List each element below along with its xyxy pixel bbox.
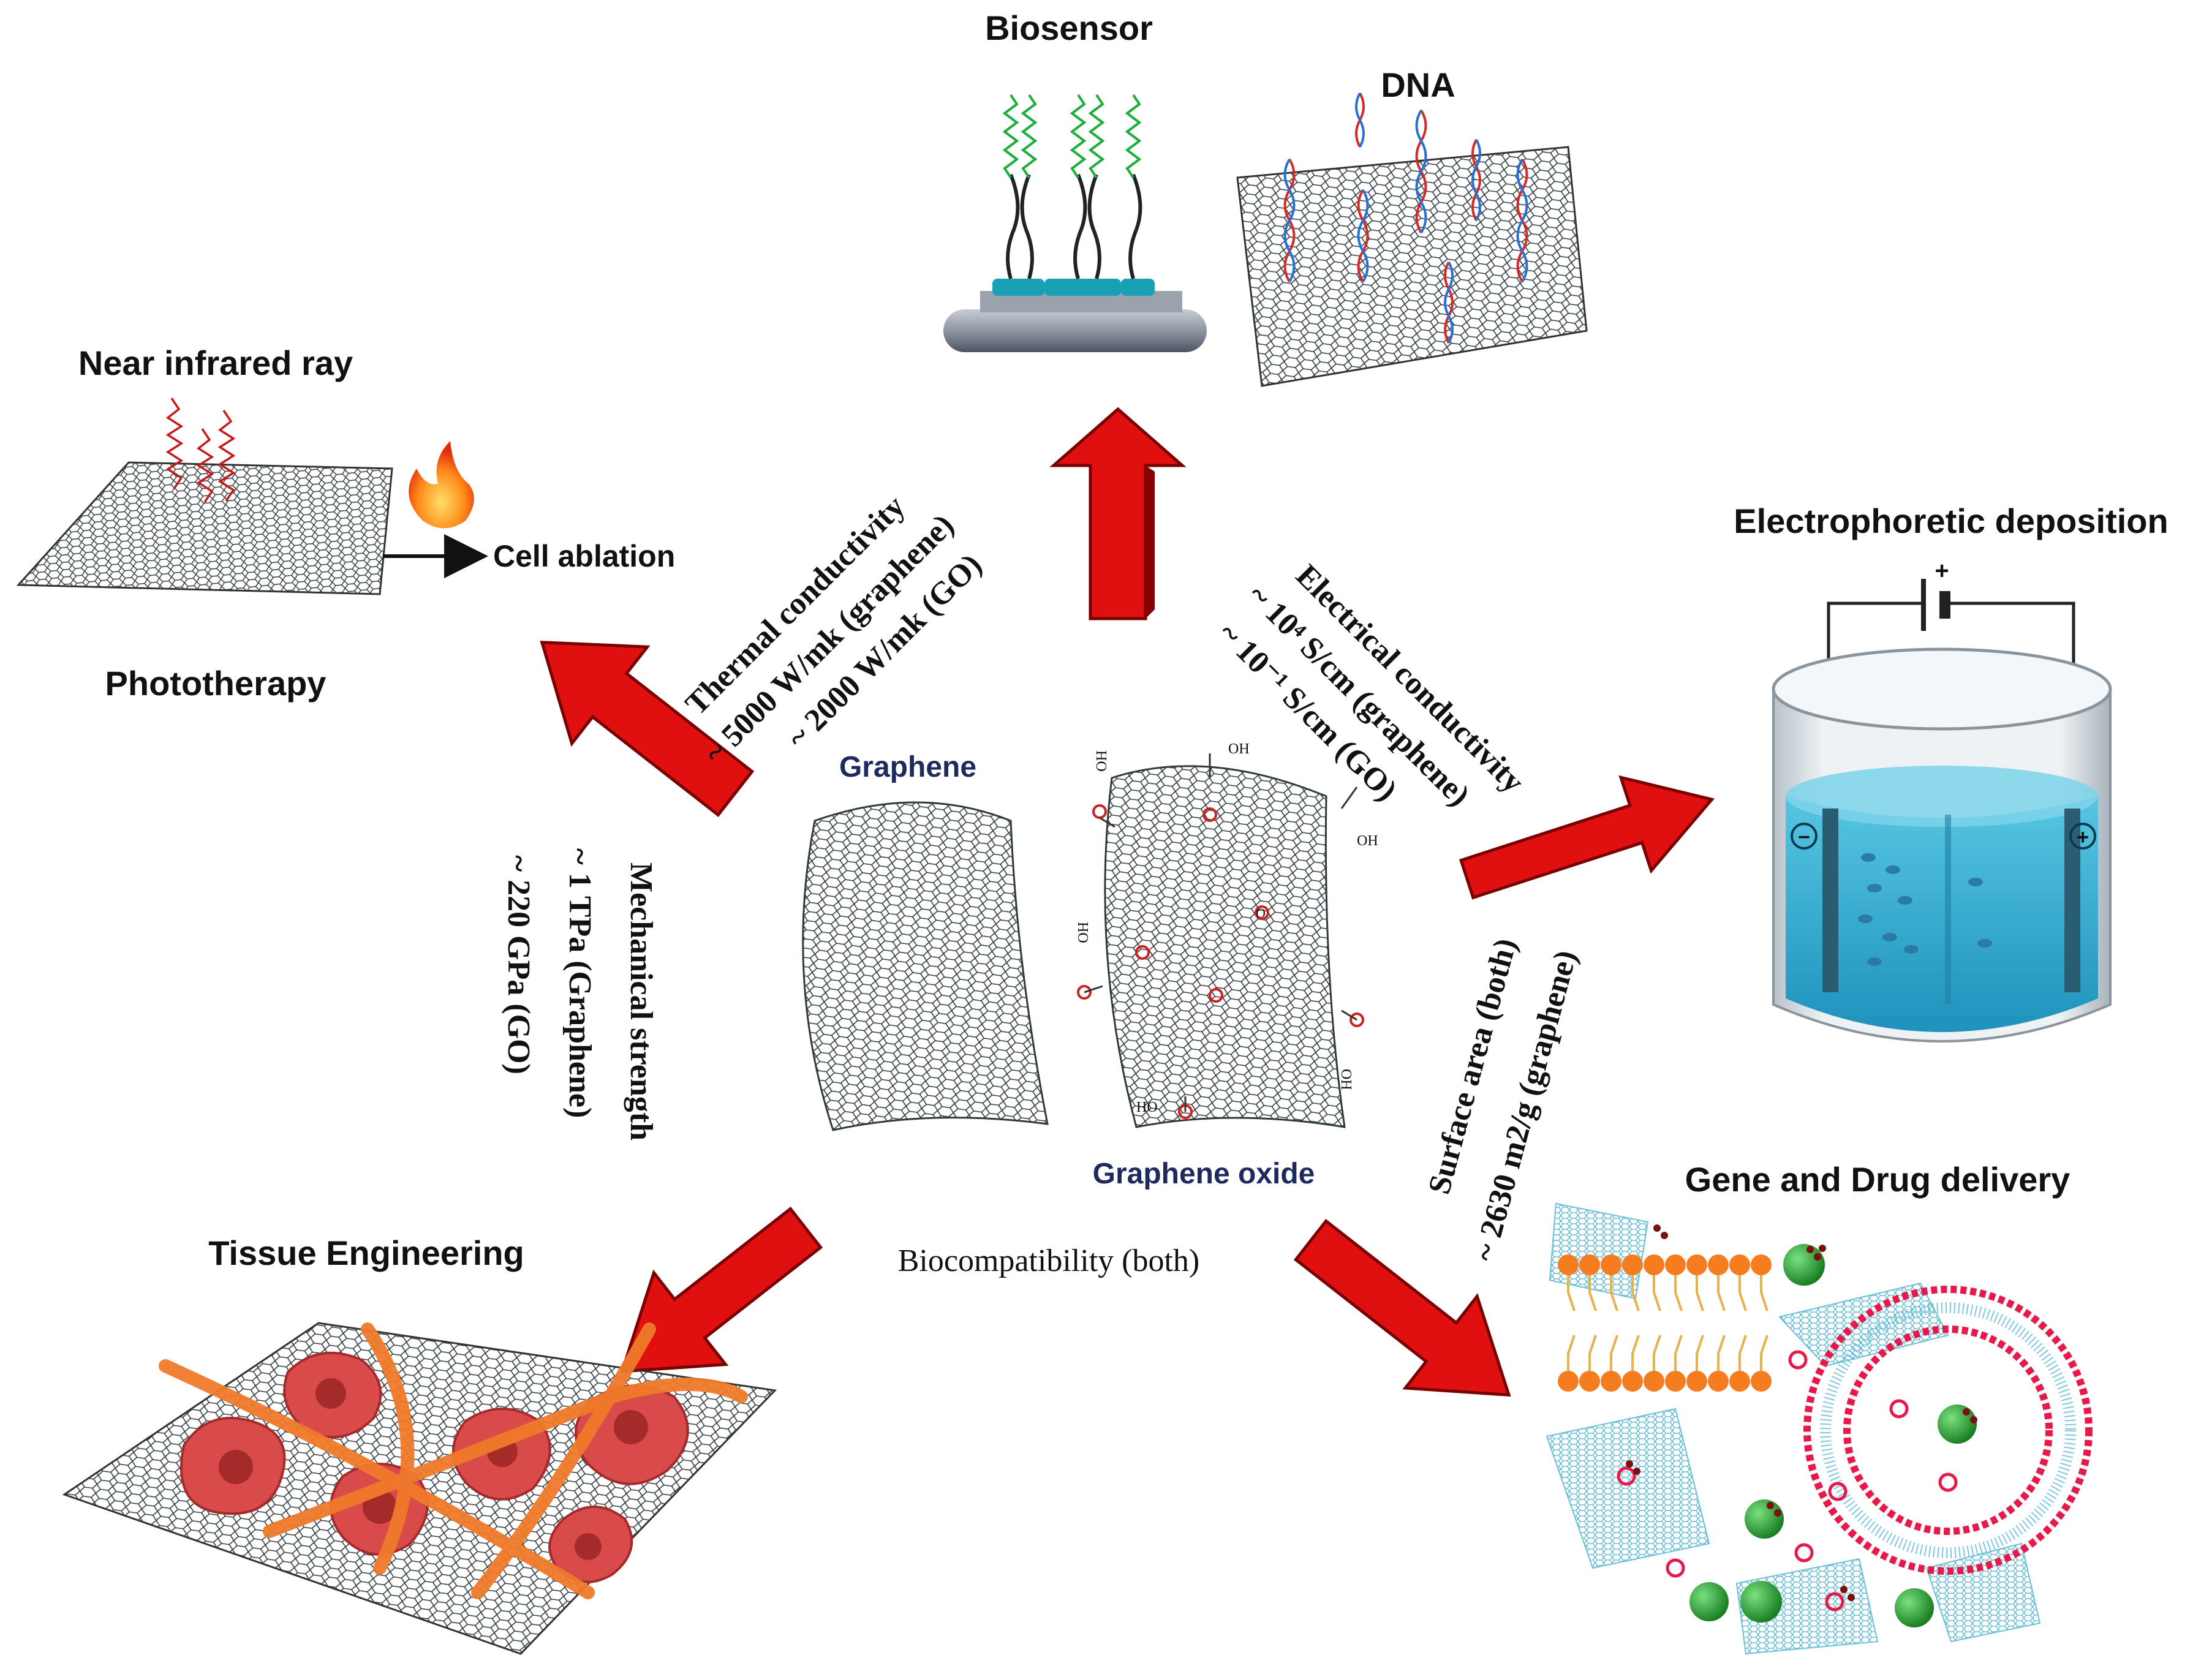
tissue-engineering-label: Tissue Engineering <box>208 1234 524 1272</box>
electrophoretic-cell: + − + <box>1772 557 2112 1042</box>
cell-ablation-label: Cell ablation <box>493 539 675 573</box>
go-hydroxyl-label-2: HO <box>1074 922 1090 943</box>
arrow-upleft <box>540 641 755 817</box>
battery-plus-sign: + <box>1935 557 1949 584</box>
electrophoretic-label: Electrophoretic deposition <box>1734 502 2168 540</box>
phototherapy-label: Phototherapy <box>105 664 327 703</box>
go-carboxyl-label-3: OH <box>1338 1069 1354 1090</box>
phototherapy-sheet <box>16 398 488 595</box>
tissue-sheet <box>62 1322 777 1655</box>
dna-label: DNA <box>1381 66 1455 104</box>
go-carboxyl-label: OH <box>1228 741 1250 757</box>
arrow-up <box>1049 407 1187 620</box>
go-hydroxyl-label: HO <box>1093 750 1109 772</box>
graphene-oxide-sheet: HO OH OH HO OH HO O <box>1074 741 1378 1128</box>
go-carboxyl-label-2: OH <box>1357 833 1378 849</box>
go-hydroxyl-label-3: HO <box>1136 1099 1158 1115</box>
mechanical-property: Mechanical strength ~ 1 TPa (Graphene) ~… <box>501 848 659 1141</box>
mechanical-title: Mechanical strength <box>624 862 659 1141</box>
graphene-oxide-label: Graphene oxide <box>1093 1158 1315 1190</box>
drug-delivery-illustration <box>1546 1202 2093 1655</box>
dna-graphene-sheet <box>1236 92 1588 387</box>
positive-electrode-sign: + <box>2077 826 2089 849</box>
biosensor-label: Biosensor <box>985 9 1153 47</box>
biosensor-illustration <box>943 94 1207 352</box>
go-epoxy-label: O <box>1256 905 1266 921</box>
graphene-sheet <box>802 801 1049 1131</box>
graphene-label: Graphene <box>839 751 976 783</box>
arrow-right <box>1459 775 1715 900</box>
gene-drug-label: Gene and Drug delivery <box>1685 1160 2070 1199</box>
arrow-downright <box>1293 1218 1511 1397</box>
mechanical-go-value: ~ 220 GPa (GO) <box>501 855 536 1074</box>
biocompatibility-label: Biocompatibility (both) <box>898 1243 1200 1278</box>
arrow-downleft <box>620 1206 823 1373</box>
negative-electrode-sign: − <box>1798 826 1810 849</box>
mechanical-graphene-value: ~ 1 TPa (Graphene) <box>562 848 597 1118</box>
near-infrared-label: Near infrared ray <box>78 344 353 382</box>
